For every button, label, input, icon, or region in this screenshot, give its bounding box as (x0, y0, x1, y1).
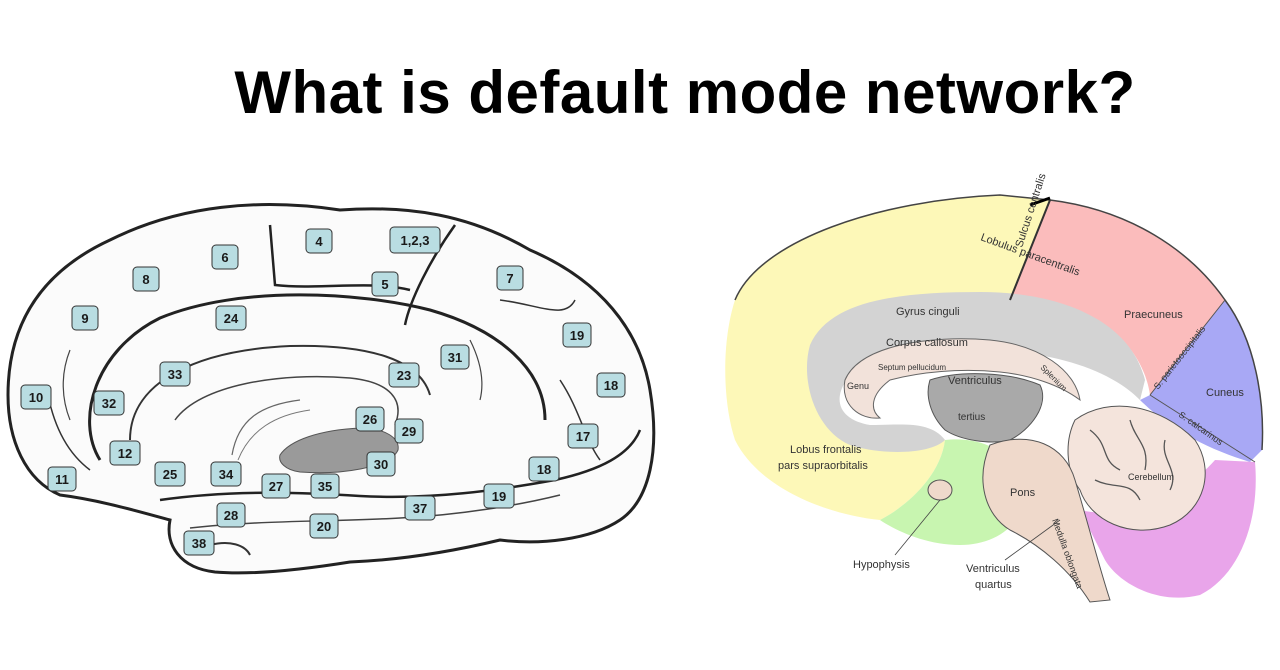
label-lobus-frontalis-1: Lobus frontalis (790, 444, 862, 456)
svg-text:20: 20 (317, 519, 331, 534)
svg-text:30: 30 (374, 457, 388, 472)
svg-text:4: 4 (315, 234, 323, 249)
svg-text:19: 19 (492, 489, 506, 504)
brodmann-area-label: 5 (371, 271, 399, 297)
page-title: What is default mode network? (234, 59, 1136, 126)
label-praecuneus: Praecuneus (1124, 309, 1183, 321)
brodmann-area-label: 6 (211, 244, 239, 270)
brodmann-area-label: 38 (183, 530, 215, 556)
svg-text:11: 11 (55, 472, 69, 487)
brodmann-area-label: 12 (109, 440, 141, 466)
region-corpus-callosum (843, 338, 1081, 419)
brodmann-area-label: 34 (210, 461, 242, 487)
label-septum-pellucidum: Septum pellucidum (878, 363, 946, 372)
brodmann-area-label: 31 (440, 344, 470, 370)
brodmann-medial-diagram: 6 4 1,2,3 8 5 7 9 24 19 31 33 23 18 10 3… (6, 203, 656, 575)
region-gyrus-cinguli (806, 292, 1145, 452)
label-ventriculus-tertius-2: tertius (958, 412, 985, 423)
label-cuneus: Cuneus (1206, 387, 1244, 399)
brodmann-area-label: 32 (93, 390, 125, 416)
svg-text:32: 32 (102, 396, 116, 411)
svg-text:8: 8 (142, 272, 149, 287)
svg-text:10: 10 (29, 390, 43, 405)
region-cerebellum-lower (1080, 460, 1256, 598)
brodmann-area-label: 26 (355, 406, 385, 432)
region-hypophysis (927, 479, 953, 501)
brodmann-area-label: 27 (261, 473, 291, 499)
svg-text:31: 31 (448, 350, 462, 365)
brodmann-area-label: 19 (562, 322, 592, 348)
svg-text:18: 18 (604, 378, 618, 393)
label-ventriculus-quartus-1: Ventriculus (966, 563, 1020, 575)
label-lobus-frontalis-2: pars supraorbitalis (778, 460, 868, 472)
region-frontal-lobe (725, 195, 1050, 520)
svg-text:19: 19 (570, 328, 584, 343)
svg-text:5: 5 (381, 277, 388, 292)
brodmann-area-label: 19 (483, 483, 515, 509)
brodmann-area-label: 18 (528, 456, 560, 482)
brodmann-area-label: 17 (567, 423, 599, 449)
svg-text:24: 24 (224, 311, 239, 326)
brodmann-area-label: 20 (309, 513, 339, 539)
svg-text:25: 25 (163, 467, 177, 482)
brodmann-area-label: 4 (305, 228, 333, 254)
svg-text:23: 23 (397, 368, 411, 383)
brodmann-area-label: 18 (596, 372, 626, 398)
label-ventriculus-tertius-1: Ventriculus (948, 375, 1002, 387)
brodmann-callosal-inner-2 (174, 375, 399, 426)
anatomy-medial-diagram: Sulcus centralis Lobulus paracentralis G… (725, 171, 1264, 603)
brodmann-cingulate-outline (88, 293, 547, 461)
svg-text:27: 27 (269, 479, 283, 494)
brodmann-area-label: 29 (394, 418, 424, 444)
brodmann-area-label: 24 (215, 305, 247, 331)
brodmann-area-label: 11 (47, 466, 77, 492)
brodmann-area-label: 10 (20, 384, 52, 410)
label-corpus-callosum: Corpus callosum (886, 337, 968, 349)
svg-text:35: 35 (318, 479, 332, 494)
label-cerebellum: Cerebellum (1128, 472, 1174, 482)
svg-text:34: 34 (219, 467, 234, 482)
brodmann-area-label: 30 (366, 451, 396, 477)
label-ventriculus-quartus-2: quartus (975, 579, 1012, 591)
region-brainstem (982, 438, 1111, 603)
label-genu: Genu (847, 381, 869, 391)
svg-text:9: 9 (81, 311, 88, 326)
svg-text:38: 38 (192, 536, 206, 551)
label-pons: Pons (1010, 487, 1036, 499)
anatomy-outer-outline (734, 194, 1264, 451)
svg-text:29: 29 (402, 424, 416, 439)
brodmann-area-label: 25 (154, 461, 186, 487)
svg-text:17: 17 (576, 429, 590, 444)
region-ventriculus-tertius (927, 373, 1044, 443)
svg-text:37: 37 (413, 501, 427, 516)
region-praecuneus (1010, 200, 1225, 395)
label-hypophysis: Hypophysis (853, 559, 910, 571)
brodmann-area-label: 33 (159, 361, 191, 387)
svg-text:33: 33 (168, 367, 182, 382)
brodmann-area-label: 9 (71, 305, 99, 331)
label-gyrus-cinguli: Gyrus cinguli (896, 306, 960, 318)
brodmann-area-label: 37 (404, 495, 436, 521)
brodmann-area-label: 23 (388, 362, 420, 388)
svg-text:7: 7 (506, 271, 513, 286)
brodmann-area-label: 8 (132, 266, 160, 292)
brodmann-area-label: 35 (310, 473, 340, 499)
svg-text:18: 18 (537, 462, 551, 477)
svg-text:6: 6 (221, 250, 228, 265)
svg-text:26: 26 (363, 412, 377, 427)
brodmann-area-label: 1,2,3 (389, 226, 441, 254)
svg-text:12: 12 (118, 446, 132, 461)
brodmann-area-label: 7 (496, 265, 524, 291)
svg-text:28: 28 (224, 508, 238, 523)
svg-text:1,2,3: 1,2,3 (401, 233, 430, 248)
brodmann-area-label: 28 (216, 502, 246, 528)
